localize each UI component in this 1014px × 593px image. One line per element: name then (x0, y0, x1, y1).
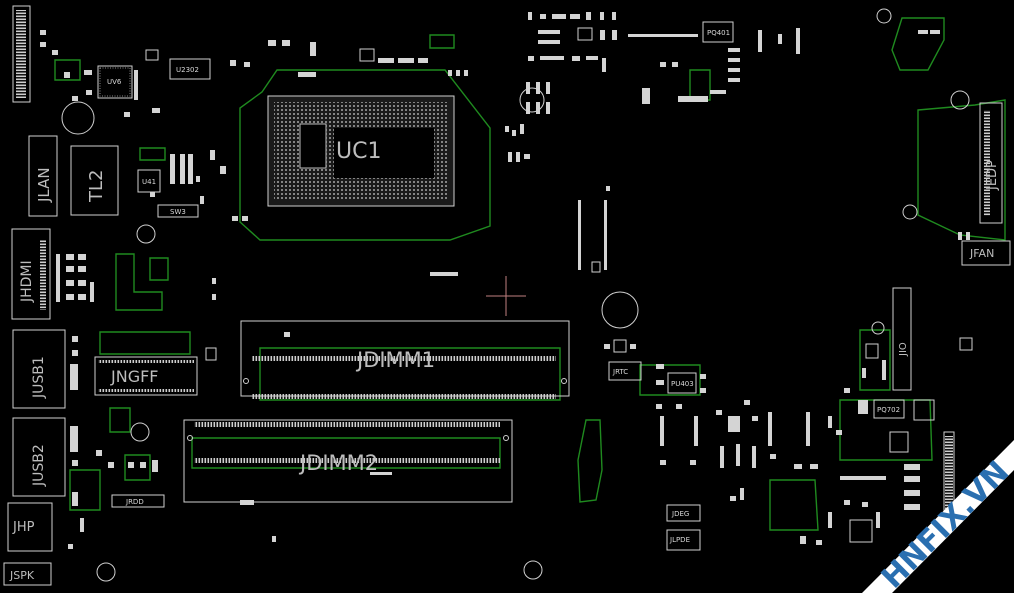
jhdmi-label: JHDMI (19, 260, 35, 303)
connector-jhp[interactable]: JHP (7, 502, 53, 552)
switch-sw3[interactable]: SW3 (157, 204, 199, 218)
jlpde-label: JLPDE (669, 536, 690, 544)
connector-jlan[interactable]: JLAN (28, 135, 58, 217)
connector-jusb2[interactable]: JUSB2 (12, 417, 66, 497)
tl2-label: TL2 (86, 170, 107, 203)
jio-label: JIO (898, 342, 909, 357)
mounting-holes (61, 8, 970, 582)
ic-pq702[interactable]: PQ702 (873, 399, 905, 419)
pq401-label: PQ401 (707, 29, 730, 37)
ic-u41[interactable]: U41 (137, 169, 161, 193)
jspk-label: JSPK (9, 569, 35, 582)
connector-jdimm1[interactable]: JDIMM1 (240, 320, 570, 399)
connector-jdimm2[interactable]: JDIMM2 (183, 419, 513, 503)
copper-traces (54, 17, 1006, 531)
connector-top-left-strip[interactable] (12, 5, 31, 103)
jdimm2-label: JDIMM2 (298, 451, 378, 475)
jlan-label: JLAN (35, 167, 53, 203)
connector-jhdmi[interactable]: JHDMI (11, 228, 51, 320)
passive-components (40, 12, 973, 549)
uv6-label: UV6 (107, 78, 122, 86)
jdeg-label: JDEG (671, 510, 689, 518)
connector-jdeg[interactable]: JDEG (666, 504, 701, 522)
uc1-label: UC1 (336, 139, 381, 164)
ic-pq401[interactable]: PQ401 (702, 21, 734, 43)
connector-jspk[interactable]: JSPK (3, 562, 52, 586)
jrtc-label: JRTC (612, 368, 628, 376)
watermark-hnfix: HNFIX.VN (862, 440, 1014, 593)
jusb1-label: JUSB1 (31, 356, 47, 399)
ic-pu403[interactable]: PU403 (667, 372, 697, 394)
ic-uv6[interactable]: UV6 (97, 65, 133, 99)
u2302-label: U2302 (176, 66, 199, 74)
connector-jusb1[interactable]: JUSB1 (12, 329, 66, 409)
connector-jedp[interactable]: JEDP (979, 102, 1003, 224)
pq702-label: PQ702 (877, 406, 900, 414)
jhp-label: JHP (12, 520, 35, 535)
cpu-uc1[interactable]: UC1 (267, 95, 455, 207)
jdimm1-label: JDIMM1 (355, 348, 435, 372)
connector-jio[interactable]: JIO (892, 287, 912, 391)
connector-jngff[interactable]: JNGFF (94, 356, 198, 396)
sw3-label: SW3 (170, 208, 186, 216)
transformer-tl2[interactable]: TL2 (70, 145, 119, 216)
crosshair-cursor (486, 276, 526, 316)
connector-jfan[interactable]: JFAN (961, 240, 1011, 266)
jfan-label: JFAN (969, 247, 994, 260)
connector-jlpde[interactable]: JLPDE (666, 529, 701, 551)
jngff-label: JNGFF (110, 367, 159, 386)
jrdd-label: JRDD (125, 498, 144, 506)
jedp-label: JEDP (985, 160, 1000, 191)
connector-jrtc[interactable]: JRTC (608, 361, 642, 381)
pu403-label: PU403 (671, 380, 694, 388)
jusb2-label: JUSB2 (31, 444, 47, 487)
u41-label: U41 (142, 178, 156, 186)
connector-jrdd[interactable]: JRDD (111, 494, 165, 508)
ic-u2302[interactable]: U2302 (169, 58, 211, 80)
